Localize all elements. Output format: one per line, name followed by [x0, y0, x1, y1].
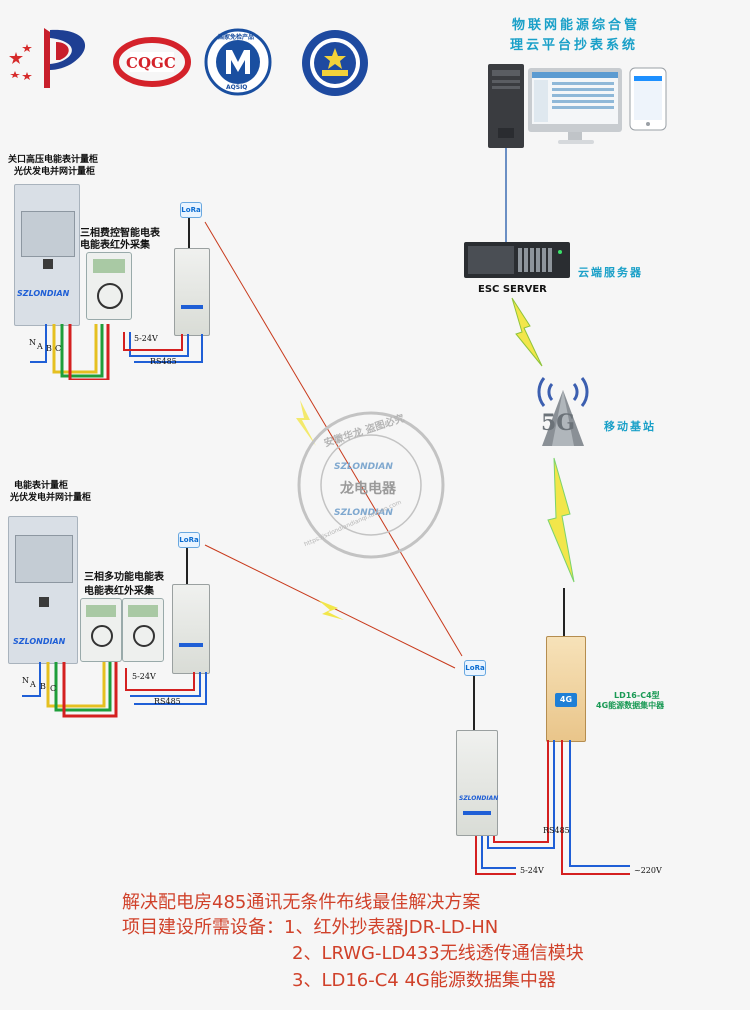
base-station-icon — [537, 377, 589, 446]
cabinet2: SZLONDIAN — [8, 516, 78, 664]
footer-line2: 项目建设所需设备：1、红外抄表器JDR-LD-HN — [122, 917, 499, 938]
server-caption: 云端服务器 — [578, 266, 643, 279]
cabinet2-lora-badge: LoRa — [178, 532, 200, 548]
cabinet1-phase-a: A — [37, 342, 43, 351]
cabinet1-ir-probe — [97, 283, 123, 309]
gateway-brand: SZLONDIAN — [459, 795, 499, 802]
cabinet1-meter-caption-line1: 三相费控智能电表 — [80, 228, 160, 239]
cqgc-logo — [113, 37, 191, 87]
cabinet1-meter-caption-line2: 电能表红外采集 — [80, 240, 150, 251]
watermark-center-text: 龙电电器 — [340, 481, 396, 497]
concentrator-4g-badge: 4G — [555, 693, 577, 707]
cabinet1-phase-c: C — [55, 344, 62, 353]
cabinet1: SZLONDIAN — [14, 184, 80, 326]
cabinet2-lock — [39, 597, 49, 607]
cabinet1-title-line1: 关口高压电能表计量柜 — [8, 155, 99, 165]
national-emblem-logo — [302, 30, 368, 96]
cabinet2-ir-probe-right — [133, 625, 155, 647]
cabinet1-power-label: 5-24V — [134, 334, 158, 343]
computer-illustration — [488, 64, 667, 148]
cabinet1-bus-label: RS485 — [150, 357, 177, 366]
concentrator-mains-label: ~220V — [634, 866, 662, 875]
cabinet2-meter-left — [80, 598, 122, 662]
cabinet2-ir-probe-left — [91, 625, 113, 647]
concentrator-model-line1: LD16-C4型 — [614, 691, 660, 700]
cabinet1-meter — [86, 252, 132, 320]
aqsiq-top-text: 国家免检产品 — [218, 34, 255, 41]
gateway-bus-label: RS485 — [543, 826, 570, 835]
cabinet2-power-label: 5-24V — [132, 672, 156, 681]
watermark-seal — [297, 411, 445, 559]
watermark-brand-top: SZLONDIAN — [334, 462, 393, 472]
cabinet2-wiring — [22, 662, 207, 718]
cabinet1-meter-display — [93, 259, 125, 273]
concentrator-device: 4G — [546, 636, 586, 742]
cabinet2-title-line1: 电能表计量柜 — [14, 481, 69, 491]
gateway-concentrator-wiring — [475, 740, 630, 875]
cabinet2-phase-b: B — [40, 682, 46, 691]
cabinet1-antenna — [188, 218, 190, 248]
cabinet1-wiring — [30, 324, 203, 380]
cabinet2-meter-caption-line1: 三相多功能电能表 — [84, 572, 164, 583]
cabinet2-title-line2: 光伏发电并网计量柜 — [10, 493, 92, 503]
base-station-badge: 5G — [541, 410, 576, 436]
base-station-caption: 移动基站 — [604, 420, 656, 433]
footer-line3: 2、LRWG-LD433无线透传通信模块 — [292, 943, 584, 964]
system-title-line1: 物联网能源综合管 — [512, 18, 641, 33]
cabinet2-meter-right-display — [128, 605, 158, 617]
gateway-lora-badge: LoRa — [464, 660, 486, 676]
watermark-brand-bottom: SZLONDIAN — [334, 508, 393, 518]
cabinet1-lora-badge: LoRa — [180, 202, 202, 218]
concentrator-model-line2: 4G能源数据集中器 — [596, 701, 665, 710]
gateway-antenna — [473, 676, 475, 730]
cabinet2-module-stripe — [179, 643, 203, 647]
server-illustration — [464, 242, 570, 278]
concentrator-antenna — [563, 588, 565, 636]
footer-line1: 解决配电房485通讯无条件布线最佳解决方案 — [122, 892, 481, 913]
cabinet2-meter-right — [122, 598, 164, 662]
cabinet1-phase-b: B — [46, 344, 52, 353]
gateway-power-label: 5-24V — [520, 866, 544, 875]
lightning-4g-link — [547, 457, 575, 583]
cqgc-logo-text: CQGC — [126, 54, 176, 72]
server-label: ESC SERVER — [478, 284, 547, 295]
gateway-module-stripe — [463, 811, 491, 815]
cabinet1-brand: SZLONDIAN — [17, 289, 70, 298]
cabinet2-meter-caption-line2: 电能表红外采集 — [84, 586, 154, 597]
system-title-line2: 理云平台抄表系统 — [510, 38, 639, 53]
cabinet1-lora-module — [174, 248, 210, 336]
cabinet2-meter-left-display — [86, 605, 116, 617]
aqsiq-logo — [204, 28, 272, 96]
cabinet1-module-stripe — [181, 305, 203, 309]
cabinet2-lora-module — [172, 584, 210, 674]
aqsiq-bottom-text: AQSIQ — [226, 84, 248, 91]
cabinet1-lock — [43, 259, 53, 269]
cabinet1-window — [21, 211, 75, 257]
cabinet2-brand: SZLONDIAN — [13, 637, 66, 646]
footer-line4: 3、LD16-C4 4G能源数据集中器 — [292, 970, 556, 991]
lightning-5g-link — [511, 297, 543, 367]
cabinet2-phase-c: C — [50, 684, 57, 693]
cabinet1-title-line2: 光伏发电并网计量柜 — [14, 167, 96, 177]
brand-logo — [9, 28, 86, 88]
cabinet1-phase-n: N — [29, 338, 36, 347]
cabinet2-bus-label: RS485 — [154, 697, 181, 706]
cabinet2-antenna — [186, 548, 188, 584]
cabinet2-window — [15, 535, 73, 583]
cabinet2-phase-a: A — [30, 680, 36, 689]
cloud-link-line — [505, 148, 507, 244]
gateway-lora-module: SZLONDIAN — [456, 730, 498, 836]
cabinet2-phase-n: N — [22, 676, 29, 685]
